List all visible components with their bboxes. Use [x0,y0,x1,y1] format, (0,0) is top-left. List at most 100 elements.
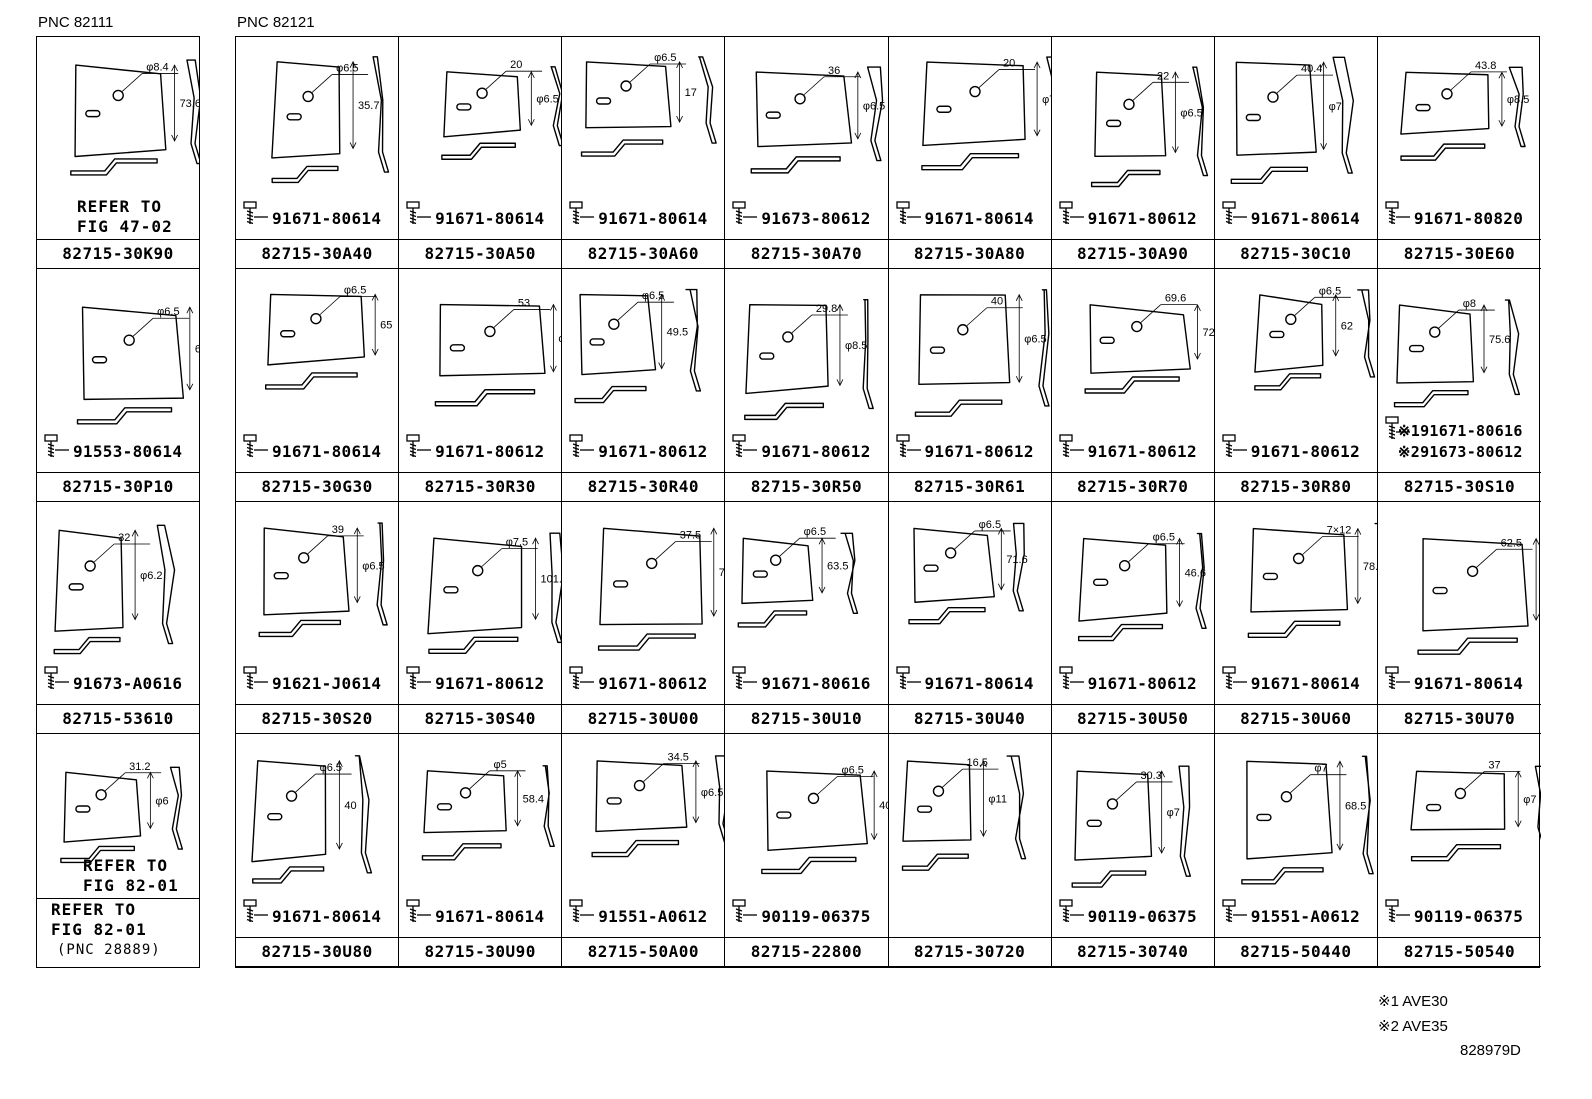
part-number[interactable]: 82715-30U80 [261,942,373,961]
part-number-strip: 82715-30U40 [888,704,1051,734]
bracket-drawing [581,56,718,157]
part-diagram: φ6.517 [569,52,718,225]
part-number-strip: 82715-30A50 [399,239,562,269]
part-number[interactable]: 82715-30S10 [1403,477,1516,496]
part-number[interactable]: 82715-30R70 [1076,477,1189,496]
part-number[interactable]: 82715-30U00 [587,709,700,728]
part-number[interactable]: 82715-30R50 [750,477,863,496]
dimension-label: φ6.5 [1152,532,1174,544]
bracket-drawing [750,66,884,174]
part-number[interactable]: 82715-50A00 [587,942,700,961]
bolt-part-number: 91673-80612 [761,209,871,228]
dimension-label: 78.1 [1363,561,1378,573]
dimension-label: φ6.5 [1319,285,1341,297]
part-number-strip: 82715-30U00 [562,704,725,734]
part-number[interactable]: 82715-22800 [750,942,863,961]
part-number[interactable]: 82715-30P10 [62,477,174,496]
part-number[interactable]: 82715-30S20 [261,709,373,728]
part-number-strip: 82715-30R70 [1051,472,1214,502]
part-number[interactable]: 82715-30R30 [424,477,536,496]
dimension-label: 29.8 [816,303,837,315]
part-number[interactable]: 82715-30A80 [913,244,1026,263]
bolt-icon [243,434,268,458]
bracket-drawing [591,755,726,858]
dimension-label: 17 [685,87,697,99]
part-number[interactable]: 82715-53610 [62,709,174,728]
part-number[interactable]: 82715-30A50 [424,244,536,263]
dimension-label: 16.5 [966,757,987,769]
bracket-drawing [901,755,1026,871]
part-diagram: φ6.562 [1222,285,1375,458]
bolt-part-number: 91671-80614 [924,209,1034,228]
part-diagram: 43.8φ8.5 [1385,60,1529,225]
part-number[interactable]: 82715-30740 [1076,942,1189,961]
dimension-label: 40 [344,800,356,812]
part-number-strip: 82715-30U10 [725,704,888,734]
dimension-label: 46.6 [1184,568,1205,580]
part-diagram: 40.4φ7 [1222,56,1354,225]
part-number[interactable]: 82715-30R61 [913,477,1026,496]
bolt-icon [1058,899,1084,923]
bolt-icon [1058,201,1084,225]
part-diagram: φ8.473.6 [70,59,199,176]
part-number[interactable]: 82715-30C10 [1240,244,1352,263]
bolt-icon [1058,666,1084,690]
part-number[interactable]: 82715-30R40 [587,477,700,496]
part-number[interactable]: 82715-30S40 [424,709,536,728]
part-number-strip: 82715-50540 [1377,937,1541,967]
part-number[interactable]: 82715-30A70 [750,244,863,263]
part-number[interactable]: 82715-30G30 [261,477,373,496]
bolt-icon [1222,899,1247,923]
dimension-label: 37.5 [680,529,701,541]
part-number[interactable]: 82715-30U60 [1240,709,1352,728]
dimension-label: 30.3 [1140,770,1161,782]
bracket-drawing [258,522,388,638]
part-number[interactable]: 82715-30U90 [424,942,536,961]
part-number[interactable]: 82715-30U50 [1076,709,1189,728]
part-number[interactable]: 82715-50440 [1240,942,1352,961]
main-pnc-label: PNC 82121 [237,14,315,31]
part-number[interactable]: 82715-30A90 [1076,244,1189,263]
note-1: ※1 AVE30 [1378,993,1448,1010]
part-number[interactable]: 82715-30U70 [1403,709,1516,728]
bolt-icon [243,201,268,225]
part-number[interactable]: 82715-30A40 [261,244,373,263]
dimension-label: 65 [380,320,392,332]
dimension-label: 53 [518,297,530,309]
part-number-strip: 82715-30U80 [236,937,399,967]
dimension-label: 69.6 [1164,293,1185,305]
dimension-label: φ11 [988,794,1007,806]
bracket-drawing [1400,66,1526,161]
part-diagram: φ6.5 46.6 [1058,532,1207,690]
part-number[interactable]: 82715-30R80 [1240,477,1352,496]
bolt-icon [1222,434,1247,458]
bolt-icon [1222,201,1247,225]
part-diagram: 62.57×12 [1385,537,1541,690]
bolt-part-number: 91671-80614 [1250,209,1361,228]
bolt-part-number: 91671-80614 [1413,674,1524,693]
part-number[interactable]: 82715-50540 [1403,942,1516,961]
part-number[interactable]: 82715-30E60 [1403,244,1516,263]
dimension-label: 72 [1202,327,1214,339]
part-number[interactable]: 82715-30U10 [750,709,863,728]
part-number[interactable]: 82715-30U40 [913,709,1026,728]
bolt-icon [895,434,921,458]
bolt-part-number: 91671-80612 [761,442,871,461]
bolt-part-number: 91671-80614 [924,674,1034,693]
dimension-label: 75.6 [1489,334,1510,346]
part-number[interactable]: 82715-30A60 [587,244,700,263]
bracket-drawing [60,766,184,864]
part-number[interactable]: 82715-30720 [913,942,1026,961]
part-number[interactable]: 82715-30K90 [62,244,174,263]
